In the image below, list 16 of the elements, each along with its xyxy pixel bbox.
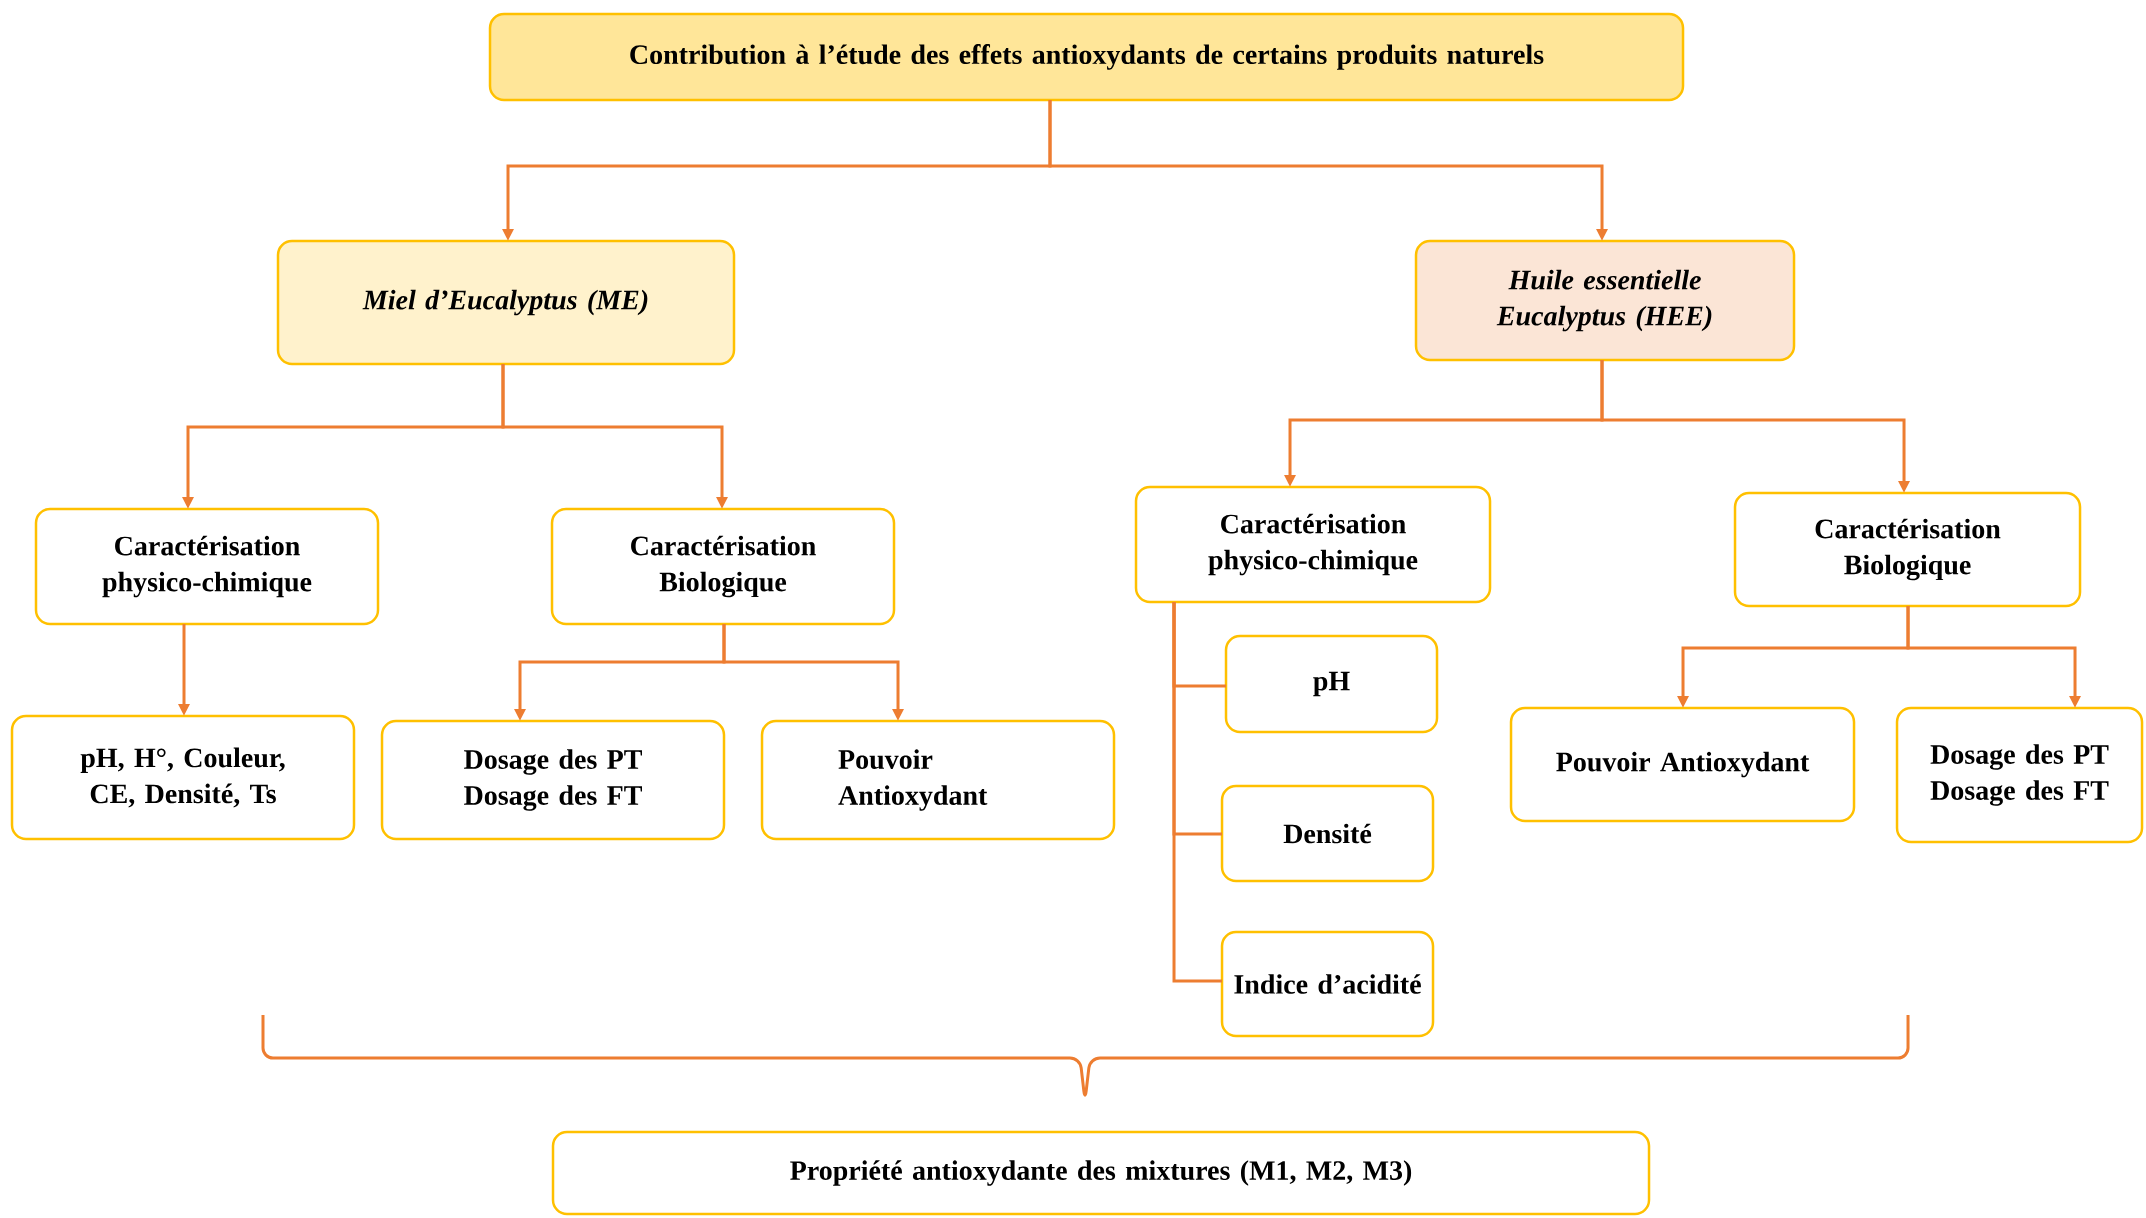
- process-box: Miel d’Eucalyptus (ME): [276, 239, 736, 366]
- process-box: Dosage des PT Dosage des FT: [1895, 706, 2144, 844]
- process-box: Caractérisation physico-chimique: [34, 507, 380, 626]
- process-box: Pouvoir Antioxydant: [1509, 706, 1856, 823]
- process-box: Densité: [1220, 784, 1435, 883]
- process-box: pH, H°, Couleur, CE, Densité, Ts: [10, 714, 356, 841]
- process-box: Caractérisation physico-chimique: [1134, 485, 1492, 604]
- process-box: Contribution à l’étude des effets antioxydants de certains produits naturels: [488, 12, 1685, 102]
- process-box: pH: [1224, 634, 1439, 734]
- process-box: Pouvoir Antioxydant: [760, 719, 1116, 841]
- process-box: Caractérisation Biologique: [1733, 491, 2082, 608]
- process-box: Caractérisation Biologique: [550, 507, 896, 626]
- process-box: Indice d’acidité: [1220, 930, 1435, 1038]
- process-box: Propriété antioxydante des mixtures (M1, M2, M3): [551, 1130, 1651, 1216]
- process-box: Dosage des PT Dosage des FT: [380, 719, 726, 841]
- process-box: Huile essentielle Eucalyptus (HEE): [1414, 239, 1796, 362]
